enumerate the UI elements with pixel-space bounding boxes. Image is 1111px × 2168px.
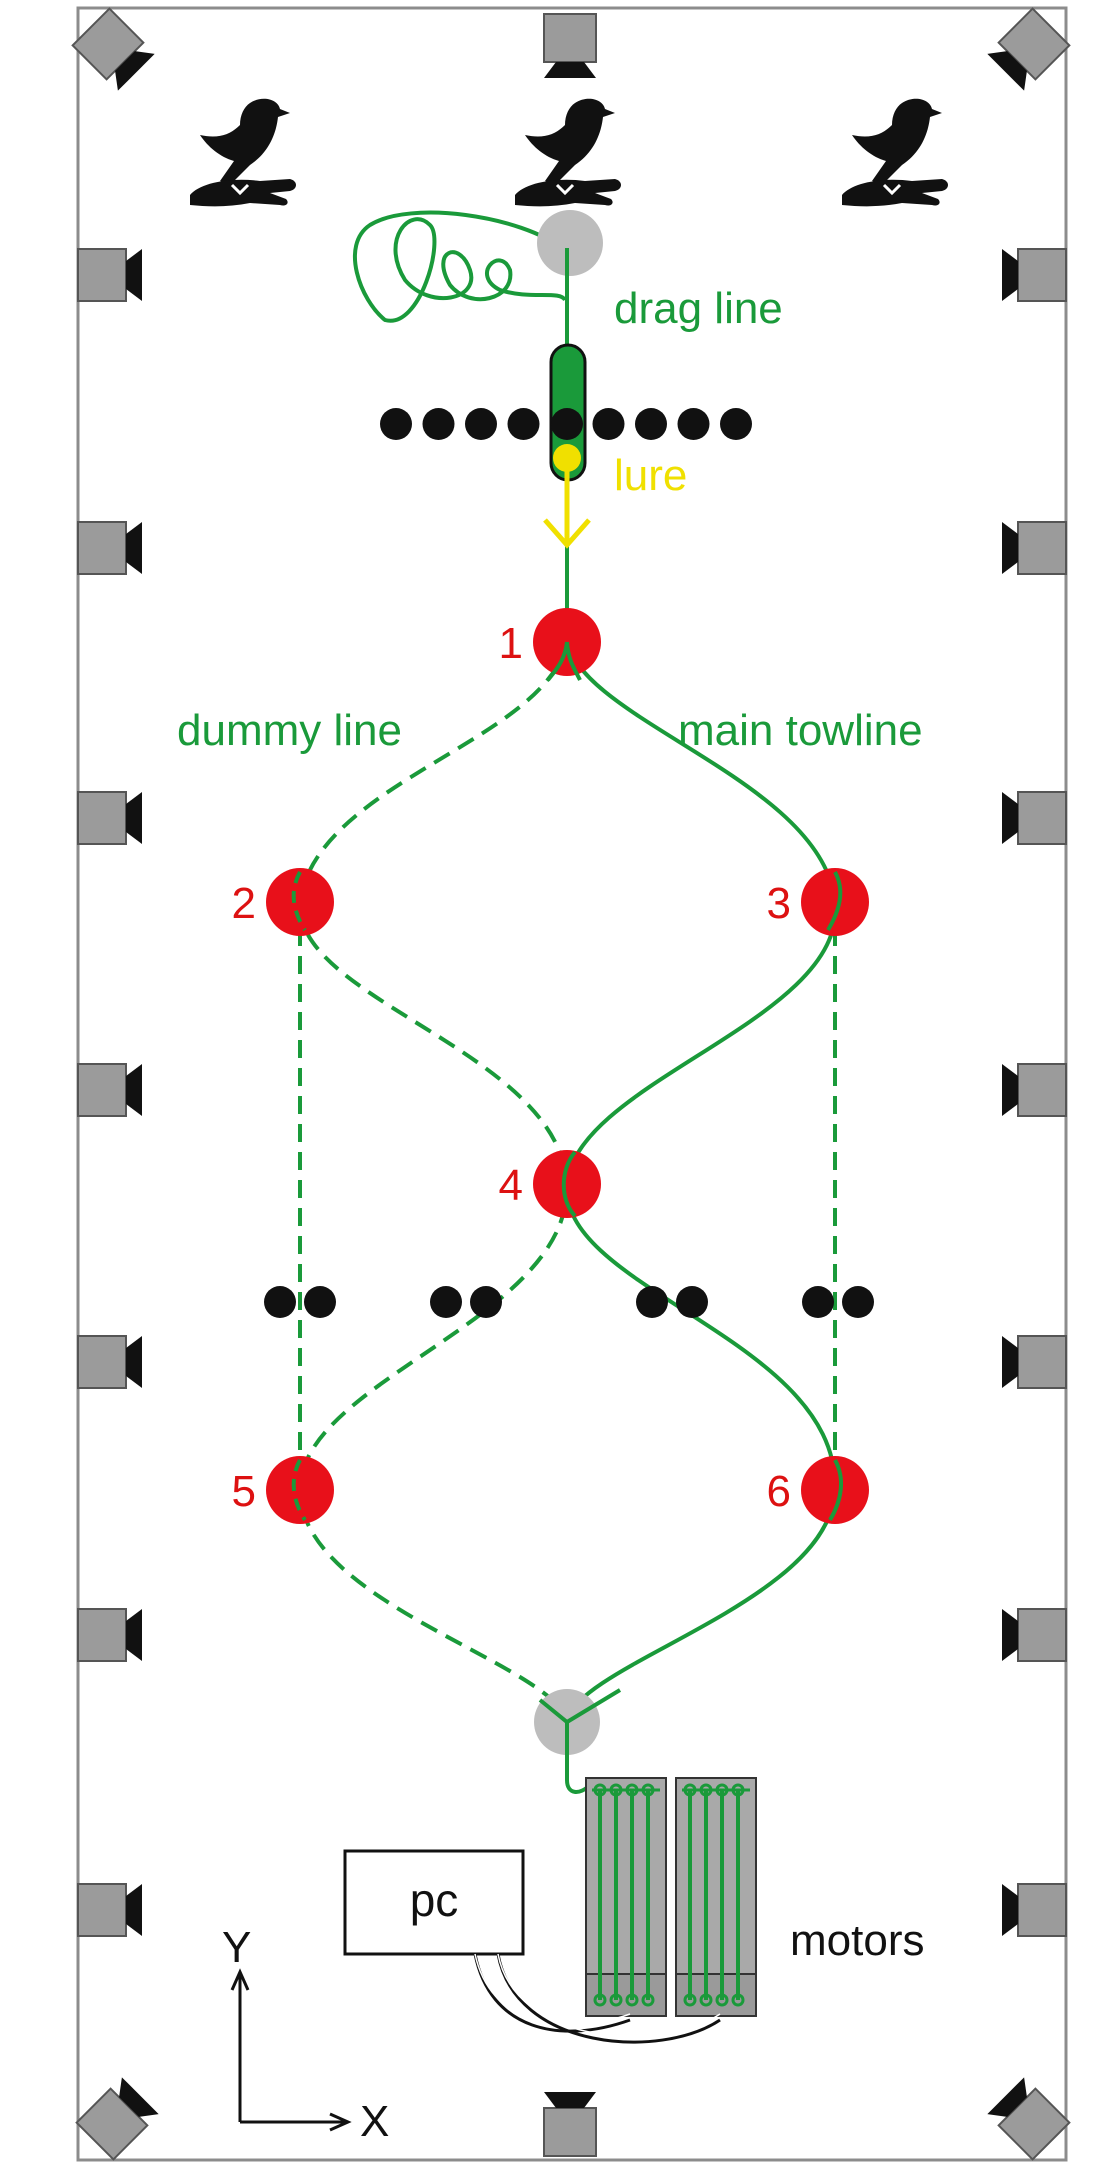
- motors-group: [585, 1777, 757, 2017]
- obstacle-dot: [465, 408, 497, 440]
- x-axis-label: X: [360, 2097, 389, 2146]
- motor-unit-icon: [585, 1777, 667, 2017]
- obstacle-dot: [470, 1286, 502, 1318]
- camera-icon: [987, 7, 1071, 91]
- axis-indicator: Y X: [222, 1923, 389, 2146]
- obstacle-dot: [677, 408, 710, 440]
- camera-icon: [1002, 1335, 1067, 1389]
- obstacle-dot: [635, 408, 667, 440]
- lure-arrow-icon: [543, 470, 591, 549]
- camera-icon: [77, 521, 142, 575]
- camera-icon: [77, 1883, 142, 1937]
- waypoint-crossing: [546, 641, 569, 682]
- y-axis-arrow: [230, 1968, 250, 2122]
- obstacle-dot: [430, 1286, 462, 1318]
- camera-icon: [77, 791, 142, 845]
- camera-icon: [71, 7, 155, 91]
- obstacle-dot: [422, 408, 455, 440]
- dummy-line-label: dummy line: [177, 706, 402, 755]
- camera-group: [71, 7, 1071, 2161]
- obstacle-dot: [636, 1286, 668, 1318]
- waypoint-crossing: [291, 871, 307, 932]
- lower-pulley-line: [538, 1688, 622, 1760]
- waypoint-6: [801, 1456, 869, 1524]
- arena-frame: [76, 6, 1068, 2162]
- lure-label: lure: [614, 451, 687, 500]
- waypoint-label-1: 1: [499, 619, 523, 668]
- waypoint-5: [266, 1456, 334, 1524]
- waypoint-3: [801, 868, 869, 936]
- lure-icon: [553, 444, 581, 472]
- waypoint-label-3: 3: [767, 879, 791, 928]
- camera-icon: [1002, 791, 1067, 845]
- waypoint-label-5: 5: [232, 1467, 256, 1516]
- drag-line-scribble: [353, 210, 567, 323]
- pc-box: [343, 1849, 525, 1956]
- motor-unit-icon: [675, 1777, 757, 2017]
- x-axis-arrow: [240, 2112, 352, 2132]
- obstacle-dot: [842, 1286, 874, 1318]
- camera-icon: [1002, 1883, 1067, 1937]
- waypoint-crossing: [828, 1459, 843, 1522]
- main-towline-label: main towline: [678, 706, 923, 755]
- obstacle-overlap: [551, 408, 583, 440]
- camera-icon: [1002, 521, 1067, 575]
- y-axis-label: Y: [222, 1923, 251, 1972]
- obstacle-dot: [720, 408, 752, 440]
- waypoint-label-4: 4: [499, 1161, 523, 1210]
- camera-icon: [1002, 1608, 1067, 1662]
- camera-icon: [1002, 1063, 1067, 1117]
- camera-icon: [1002, 248, 1067, 302]
- pc-label: pc: [410, 1874, 459, 1926]
- camera-icon: [77, 1608, 142, 1662]
- obstacle-row-middle: [264, 1286, 874, 1318]
- waypoint-2: [266, 868, 334, 936]
- hawk-group: [190, 98, 948, 207]
- obstacle-dot: [380, 408, 412, 440]
- motors-label: motors: [790, 1916, 924, 1965]
- obstacle-dot: [802, 1286, 834, 1318]
- obstacle-dot: [592, 408, 625, 440]
- waypoint-group: 1 2 3 4 5 6: [232, 608, 869, 1524]
- waypoint-label-2: 2: [232, 879, 256, 928]
- camera-icon: [77, 248, 142, 302]
- camera-icon: [75, 2077, 159, 2161]
- pc-cable-2-inner: [497, 1953, 721, 2037]
- hawk-on-hand-icon: [842, 98, 948, 207]
- waypoint-crossing: [291, 1459, 307, 1522]
- obstacle-dot: [507, 408, 540, 440]
- camera-icon: [77, 1335, 142, 1389]
- hawk-on-hand-icon: [515, 98, 621, 207]
- camera-icon: [77, 1063, 142, 1117]
- camera-icon: [987, 2077, 1071, 2161]
- obstacle-dot: [676, 1286, 708, 1318]
- waypoint-crossing: [826, 871, 843, 932]
- camera-icon: [543, 13, 597, 78]
- waypoint-label-6: 6: [767, 1467, 791, 1516]
- obstacle-dot: [304, 1286, 336, 1318]
- upper-pulley-icon: [537, 210, 603, 276]
- hawk-on-hand-icon: [190, 98, 296, 207]
- waypoint-4: [533, 1150, 601, 1218]
- obstacle-dot: [264, 1286, 296, 1318]
- pc-cable-1-inner: [474, 1953, 631, 2026]
- pc-cable-2: [496, 1953, 721, 2044]
- dummy-line: [297, 639, 570, 1719]
- waypoint-crossing: [561, 1150, 577, 1218]
- camera-icon: [543, 2092, 597, 2157]
- main-towline: [564, 639, 838, 1719]
- drag-line-label: drag line: [614, 284, 783, 333]
